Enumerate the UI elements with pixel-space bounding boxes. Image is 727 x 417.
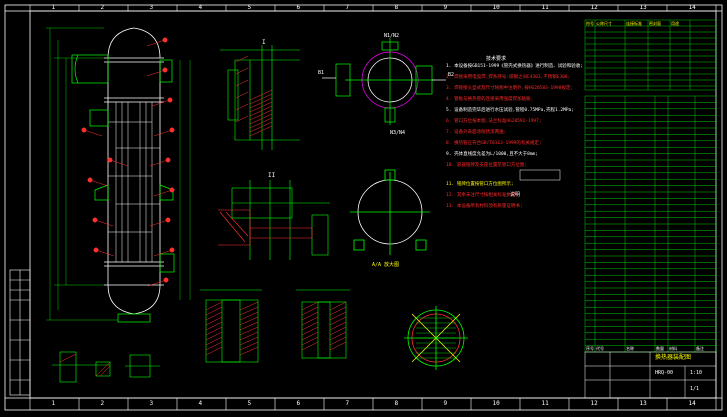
vessel-dimensions: [46, 27, 191, 321]
parts-list-header-cell: 材料: [669, 346, 677, 351]
nozzle-left-label: B1: [318, 70, 325, 76]
frame-top-number: 6: [296, 4, 301, 11]
frame-top-number: 4: [198, 4, 203, 11]
frame-top-number: 7: [345, 4, 350, 11]
tube-bundle: [108, 102, 160, 262]
technical-note: 3. 焊接接头型式及尺寸除图中注明外,按HG20583-1998规定;: [446, 86, 574, 91]
part-leaders: [81, 37, 175, 287]
frame-bottom-number: 5: [247, 400, 252, 407]
notes-block-stamp: [519, 169, 561, 181]
nozzle-table-header-cell: 密封面: [649, 21, 661, 26]
technical-note-extra: 12. 其余未注尺寸按相关标准执行;: [446, 193, 519, 198]
plate-caption: A/A 放大图: [372, 262, 400, 268]
nozzle-table: [584, 19, 717, 91]
parts-list-header-cell: 备注: [696, 346, 704, 351]
frame-bottom-number: 13: [639, 400, 647, 407]
frame-bottom-number: 4: [198, 400, 203, 407]
frame-top-number: 14: [688, 4, 696, 11]
frame-top-number: 2: [100, 4, 105, 11]
vessel-supports: [71, 54, 175, 323]
frame-bottom-number: 14: [688, 400, 696, 407]
detail-I: [220, 45, 300, 150]
frame-ticks: [29, 5, 717, 410]
technical-note: 9. 壳体直线度允差为L/1000,且不大于8mm;: [446, 152, 538, 157]
technical-note: 5. 设备制造完毕后进行水压试验,管程0.75MPa,壳程1.2MPa;: [446, 108, 574, 113]
detail-I-hatch: [235, 55, 273, 137]
notes-sub-title: 说明: [510, 192, 521, 198]
technical-note: 2. 焊接采用电弧焊,焊条牌号:碳钢之间E4303,不锈钢E308;: [446, 75, 571, 80]
nozzle-ring-bottom-label: N3/N4: [390, 130, 406, 136]
nozzle-table-header-cell: 符号: [586, 21, 594, 26]
nozzle-table-header-cell: 连接标准: [626, 21, 642, 26]
frame-bottom-number: 1: [51, 400, 56, 407]
frame-top-number: 10: [492, 4, 500, 11]
detail-mid-label: II: [268, 172, 276, 179]
parts-list-header-cell: 名称: [626, 346, 634, 351]
frame-top-number: 3: [149, 4, 154, 11]
drawing-number: HRQ-00: [655, 370, 674, 376]
support-plate-view: [350, 169, 430, 255]
technical-note: 6. 管口方位按本图,法兰标准HG20592-1997;: [446, 119, 542, 124]
parts-list-header-cell: 代号: [596, 346, 604, 351]
nozzle-right-label: B2: [448, 72, 455, 78]
frame-bottom-number: 9: [443, 400, 448, 407]
main-vessel: [104, 27, 164, 315]
tube-sheet-hatch: [416, 317, 456, 359]
detail-bottom-middle-hatch: [205, 301, 347, 356]
nozzle-orientation-view: [322, 38, 446, 125]
parts-list: [584, 95, 717, 353]
drawing-sheet: 1/1: [690, 386, 700, 392]
technical-note-extra: 13. 本设备所有材料须有质量证明书;: [446, 204, 523, 209]
detail-bottom-left: [52, 351, 160, 383]
notes-title: 技术要求: [486, 56, 507, 62]
frame-top-number: 8: [394, 4, 399, 11]
frame-top-number: 5: [247, 4, 252, 11]
frame-bottom-number: 7: [345, 400, 350, 407]
frame-top-number: 12: [590, 4, 598, 11]
detail-II-hatch: [218, 209, 313, 246]
frame-top-number: 13: [639, 4, 647, 11]
nozzle-ring-top-label: N1/N2: [384, 33, 400, 39]
nozzle-table-header-cell: 公称尺寸: [596, 21, 612, 26]
title-block: [584, 351, 717, 399]
drawing-name: 换热器装配图: [655, 354, 692, 361]
technical-note: 4. 管板与换热管的连接采用强度焊加贴胀;: [446, 97, 534, 102]
technical-note: 1. 本设备按GB151-1999《管壳式换热器》进行制造、试验和验收;: [446, 64, 583, 69]
frame-bottom-number: 2: [100, 400, 105, 407]
detail-bottom-left-hatch: [59, 353, 111, 377]
parts-list-header-cell: 序号: [586, 346, 594, 351]
technical-note: 7. 设备外表面涂防锈漆两遍;: [446, 130, 507, 135]
frame-bottom-number: 12: [590, 400, 598, 407]
technical-note: 8. 换热管应符合GB/T8163-1999的有关规定;: [446, 141, 542, 146]
detail-bottom-middle: [200, 289, 350, 363]
frame-bottom-number: 11: [541, 400, 549, 407]
left-stamp-block: [9, 269, 31, 396]
frame-bottom-number: 10: [492, 400, 500, 407]
nozzle-table-header-cell: 用途: [671, 21, 679, 26]
frame-bottom-number: 3: [149, 400, 154, 407]
drawing-scale: 1:10: [690, 370, 703, 376]
detail-top-label: I: [262, 39, 266, 46]
frame-bottom-number: 8: [394, 400, 399, 407]
detail-II: [231, 180, 330, 260]
drawing-frame: [4, 4, 723, 411]
frame-top-number: 1: [51, 4, 56, 11]
frame-top-number: 9: [443, 4, 448, 11]
technical-note: 10. 容器铭牌及支座位置见管口方位图;: [446, 163, 528, 168]
frame-top-number: 11: [541, 4, 549, 11]
technical-note-extra: 11. 铭牌位置按管口方位图所示;: [446, 182, 514, 187]
frame-bottom-number: 6: [296, 400, 301, 407]
parts-list-header-cell: 数量: [656, 346, 664, 351]
